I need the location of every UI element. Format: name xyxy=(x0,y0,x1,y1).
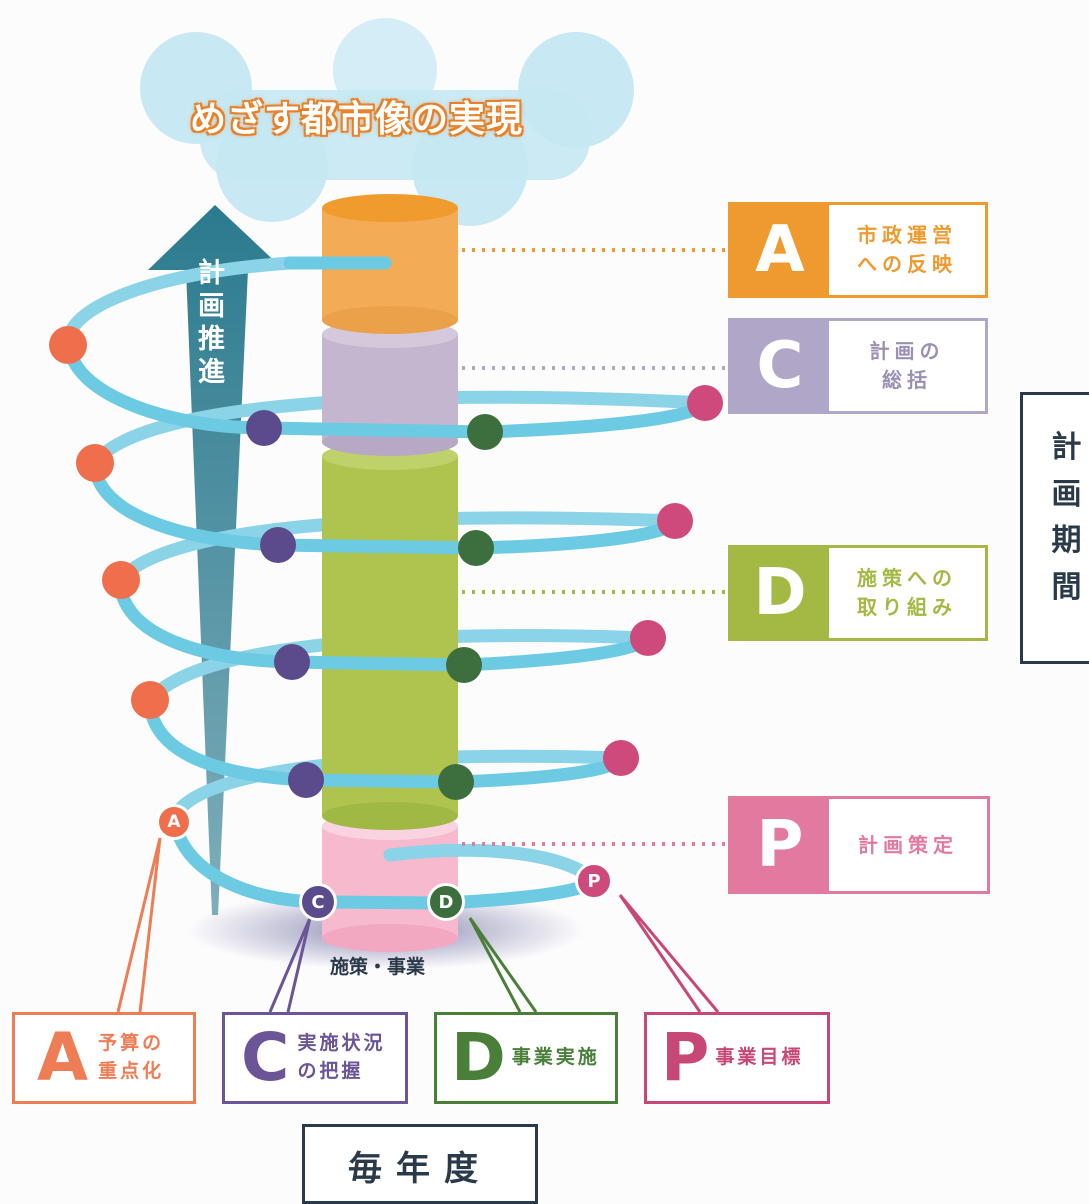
yearly-box-d: D 事業実施 xyxy=(434,1012,618,1104)
yearly-box-letter: C xyxy=(241,1019,290,1096)
spiral-marker-a: A xyxy=(156,804,192,840)
plan-progress-arrow xyxy=(148,205,284,915)
yearly-box-line: 事業実施 xyxy=(511,1046,600,1069)
spiral-marker-d: D xyxy=(427,883,465,921)
plan-box-text: 計画策定 xyxy=(829,799,987,891)
yearly-box-letter: D xyxy=(451,1019,506,1096)
yearly-box-line: 予算の xyxy=(98,1032,165,1055)
plan-period-char: 計 xyxy=(1051,430,1082,465)
arrow-label-char: 画 xyxy=(198,290,225,322)
plan-box-c: C 計画の 総括 xyxy=(728,318,988,414)
base-label: 施策・事業 xyxy=(330,956,426,978)
plan-box-text: 市政運営 への反映 xyxy=(829,205,985,295)
arrow-label-char: 推 xyxy=(198,323,225,355)
plan-box-letter: A xyxy=(731,205,829,295)
yearly-box-a: A 予算の 重点化 xyxy=(12,1012,196,1104)
plan-box-letter: C xyxy=(731,321,829,411)
yearly-box-letter: A xyxy=(37,1019,89,1096)
plan-box-text: 計画の 総括 xyxy=(829,321,985,411)
plan-box-p: P 計画策定 xyxy=(728,796,990,894)
plan-box-line: への反映 xyxy=(857,252,957,276)
plan-box-letter: D xyxy=(731,548,829,638)
yearly-box-line: 重点化 xyxy=(98,1060,165,1082)
arrow-label: 計 画 推 進 xyxy=(198,258,225,390)
plan-box-d: D 施策への 取り組み xyxy=(728,545,988,641)
plan-box-a: A 市政運営 への反映 xyxy=(728,202,988,298)
yearly-label: 毎年度 xyxy=(302,1124,538,1204)
plan-column xyxy=(322,194,458,952)
plan-box-line: 総括 xyxy=(882,368,932,392)
yearly-box-line: 事業目標 xyxy=(715,1046,804,1069)
plan-box-line: 計画策定 xyxy=(858,832,958,857)
yearly-box-text: 実施状況 の把握 xyxy=(297,1030,385,1085)
leader-lines xyxy=(116,837,720,1013)
plan-box-letter: P xyxy=(731,799,829,891)
plan-period-label: 計 画 期 間 xyxy=(1023,425,1089,611)
arrow-label-char: 進 xyxy=(198,356,225,388)
vision-clouds xyxy=(140,18,634,226)
plan-period-char: 間 xyxy=(1051,569,1082,605)
plan-box-line: 市政運営 xyxy=(857,223,957,247)
yearly-box-c: C 実施状況 の把握 xyxy=(222,1012,408,1104)
spiral-marker-c: C xyxy=(299,883,337,921)
yearly-box-letter: P xyxy=(661,1019,710,1096)
yearly-box-p: P 事業目標 xyxy=(644,1012,830,1104)
yearly-box-text: 予算の 重点化 xyxy=(98,1030,164,1085)
plan-box-text: 施策への 取り組み xyxy=(829,548,985,638)
plan-period-char: 画 xyxy=(1051,476,1082,512)
plan-period-bracket: 計 画 期 間 xyxy=(1020,392,1089,664)
connector-lines xyxy=(462,248,726,846)
vision-title: めざす都市像の実現 xyxy=(190,99,524,140)
yearly-box-line: 実施状況 xyxy=(297,1032,386,1055)
yearly-box-line: の把握 xyxy=(297,1060,364,1082)
spiral-marker-p: P xyxy=(575,862,613,900)
arrow-label-char: 計 xyxy=(198,258,225,289)
plan-box-line: 取り組み xyxy=(857,595,957,619)
plan-box-line: 施策への xyxy=(857,566,957,590)
plan-box-line: 計画の xyxy=(869,339,945,363)
spiral-dots xyxy=(49,326,723,800)
plan-period-char: 期 xyxy=(1051,523,1082,558)
